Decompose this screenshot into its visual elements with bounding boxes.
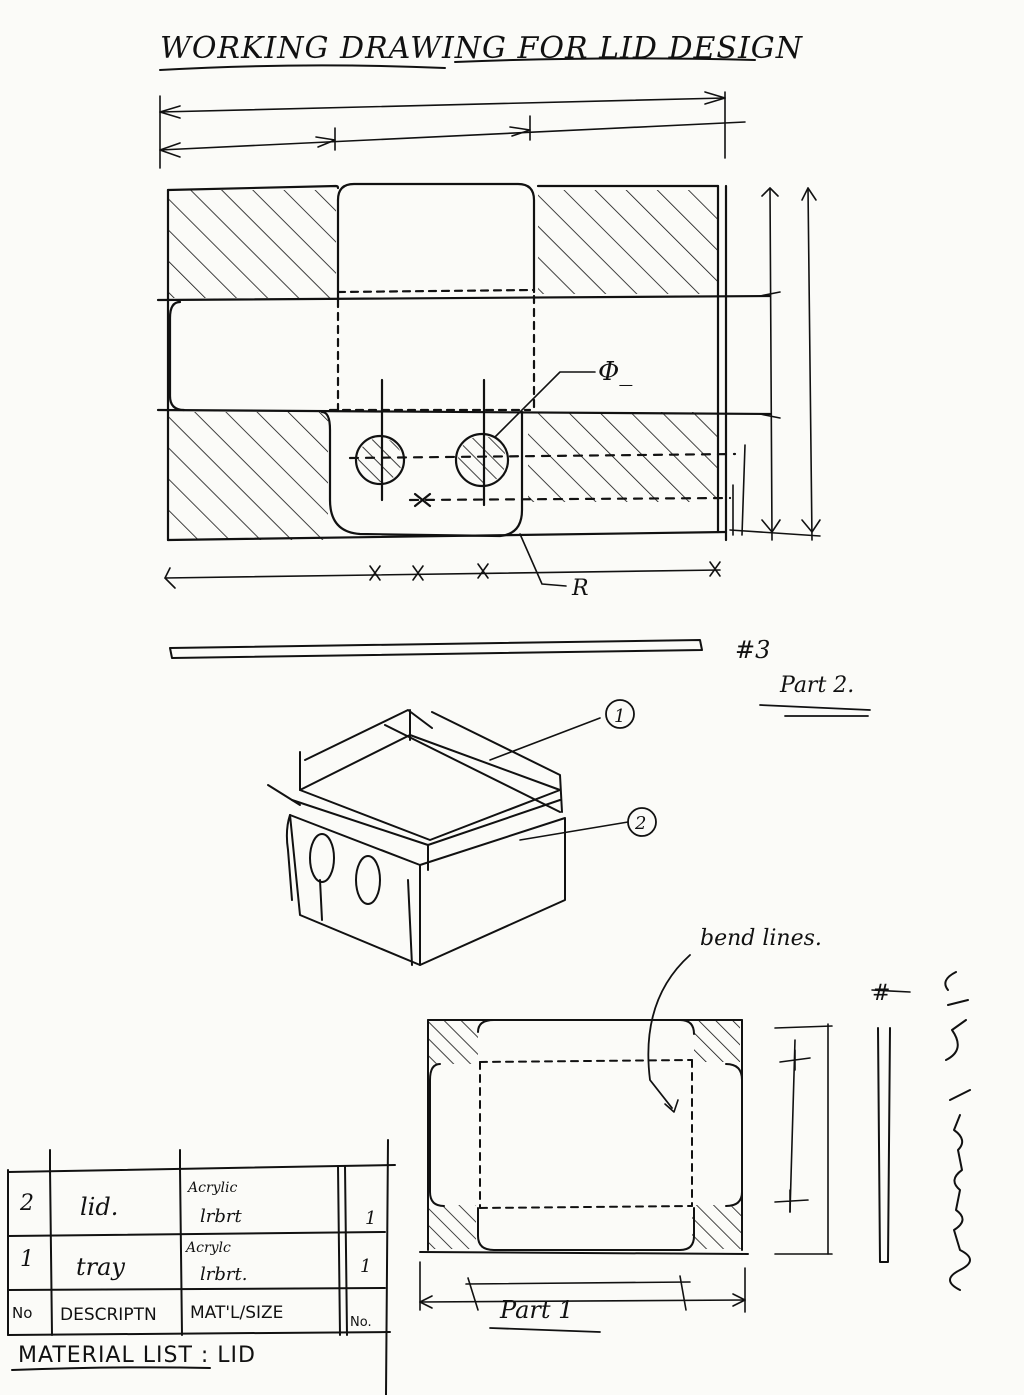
svg-text:1: 1 — [365, 1208, 376, 1229]
svg-text:lrbrt.: lrbrt. — [200, 1264, 247, 1285]
part-2-edge-view: #3 Part 2. — [169, 636, 871, 717]
svg-text:2: 2 — [634, 813, 646, 834]
material-list-table: 2 lid. Acrylic lrbrt 1 1 tray Acrylc lrb… — [7, 1139, 396, 1395]
svg-text:1: 1 — [614, 706, 625, 727]
callout-2: 2 — [519, 807, 657, 841]
top-view-dimension-lines — [159, 91, 746, 169]
table-row: 1 tray Acrylc lrbrt. 1 — [20, 1240, 371, 1285]
svg-text:lrbrt: lrbrt — [200, 1206, 242, 1227]
svg-text:MAT'L/SIZE: MAT'L/SIZE — [190, 1303, 283, 1323]
table-header-row: No DESCRIPTN MAT'L/SIZE No. — [12, 1303, 372, 1330]
part-1-dimensions — [419, 1023, 833, 1313]
hole-left — [358, 438, 402, 482]
svg-text:lid.: lid. — [80, 1193, 118, 1221]
svg-text:Acrylic: Acrylic — [186, 1180, 238, 1196]
bend-lines-callout: bend lines. — [647, 926, 822, 1113]
svg-text:bend lines.: bend lines. — [700, 926, 822, 951]
part-1-edge-view: # — [871, 981, 911, 1263]
hatched-corner-bl — [428, 1205, 476, 1249]
svg-text:#: # — [872, 981, 890, 1006]
top-view-bottom-dimensions — [164, 561, 721, 589]
svg-text:#3: #3 — [735, 636, 770, 664]
part-1-underline — [489, 1327, 601, 1333]
svg-text:1: 1 — [360, 1256, 371, 1277]
hatched-corner-tl — [168, 190, 336, 298]
svg-text:tray: tray — [76, 1253, 125, 1281]
part-1-label: Part 1 — [499, 1296, 573, 1324]
svg-text:DESCRIPTN: DESCRIPTN — [60, 1305, 157, 1325]
table-caption: MATERIAL LIST : LID — [18, 1343, 256, 1368]
table-row: 2 lid. Acrylic lrbrt 1 — [19, 1180, 376, 1229]
svg-text:No: No — [12, 1304, 32, 1322]
top-view-side-dimensions — [729, 187, 821, 541]
table-caption-underline — [11, 1366, 211, 1371]
radius-callout: R — [519, 533, 589, 601]
svg-text:Φ_: Φ_ — [598, 357, 632, 387]
drawing-title: WORKING DRAWING FOR LID DESIGN — [159, 31, 803, 71]
svg-text:Acrylc: Acrylc — [184, 1240, 231, 1256]
hole-right — [458, 436, 506, 484]
diameter-callout: Φ_ — [494, 357, 632, 438]
signature — [944, 971, 971, 1291]
hatched-corner-br — [528, 412, 718, 502]
hatched-corner-tr — [694, 1020, 740, 1062]
hatched-corner-br — [692, 1205, 742, 1249]
svg-text:Part 2.: Part 2. — [779, 673, 854, 698]
svg-text:1: 1 — [20, 1247, 34, 1272]
hatched-corner-tl — [428, 1020, 478, 1064]
callout-1: 1 — [489, 699, 635, 761]
isometric-assembly — [267, 709, 566, 966]
top-view-outline — [156, 182, 772, 542]
svg-text:No.: No. — [350, 1315, 372, 1330]
svg-text:R: R — [571, 576, 589, 601]
svg-text:2: 2 — [19, 1191, 34, 1216]
hatched-corner-tr — [538, 190, 718, 294]
hatched-corner-bl — [168, 412, 328, 540]
part-1-flat-pattern — [419, 1019, 749, 1255]
